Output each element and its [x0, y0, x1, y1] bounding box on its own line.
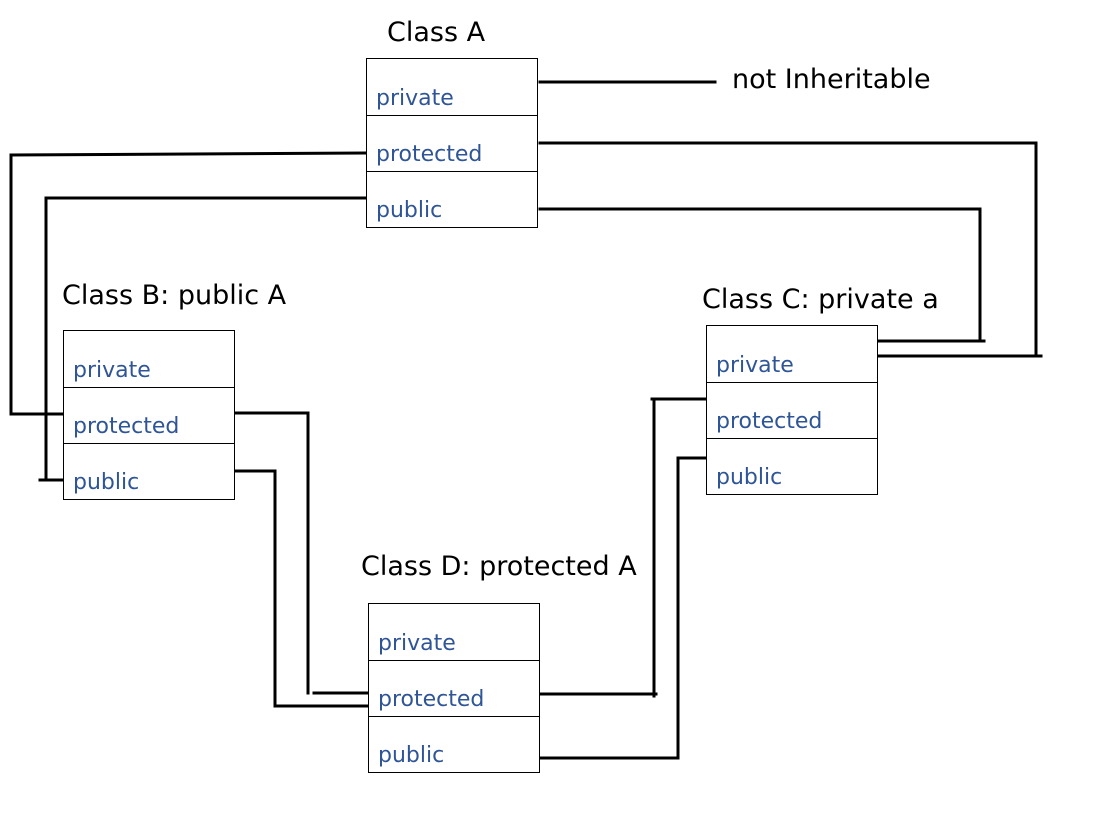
class-c-protected-label: protected — [716, 409, 823, 434]
class-a-public-row: public — [367, 171, 537, 227]
class-b-public-label: public — [73, 470, 140, 495]
class-b-title: Class B: public A — [62, 280, 287, 311]
class-a-protected-label: protected — [376, 142, 483, 167]
class-c-private-label: private — [716, 353, 794, 378]
class-a-box: private protected public — [366, 58, 538, 228]
class-d-box: private protected public — [368, 603, 540, 773]
class-d-protected-label: protected — [378, 687, 485, 712]
class-a-private-label: private — [376, 86, 454, 111]
class-d-protected-row: protected — [369, 660, 539, 716]
class-a-public-label: public — [376, 198, 443, 223]
connector-a-protected-b — [9, 151, 368, 157]
class-c-title: Class C: private a — [702, 284, 939, 315]
class-c-box: private protected public — [706, 325, 878, 495]
class-a-protected-row: protected — [367, 115, 537, 171]
class-a-private-row: private — [367, 59, 537, 115]
not-inheritable-note: not Inheritable — [732, 64, 931, 95]
class-d-private-row: private — [369, 604, 539, 660]
class-c-private-row: private — [707, 326, 877, 382]
class-c-public-row: public — [707, 438, 877, 494]
class-b-protected-row: protected — [64, 387, 234, 443]
class-d-public-row: public — [369, 716, 539, 772]
class-b-private-label: private — [73, 358, 151, 383]
class-b-private-row: private — [64, 331, 234, 387]
class-b-public-row: public — [64, 443, 234, 499]
class-b-box: private protected public — [63, 330, 235, 500]
class-b-protected-label: protected — [73, 414, 180, 439]
class-d-public-label: public — [378, 743, 445, 768]
class-a-title: Class A — [387, 17, 486, 48]
class-c-protected-row: protected — [707, 382, 877, 438]
class-d-title: Class D: protected A — [361, 551, 637, 582]
class-d-private-label: private — [378, 631, 456, 656]
class-c-public-label: public — [716, 465, 783, 490]
